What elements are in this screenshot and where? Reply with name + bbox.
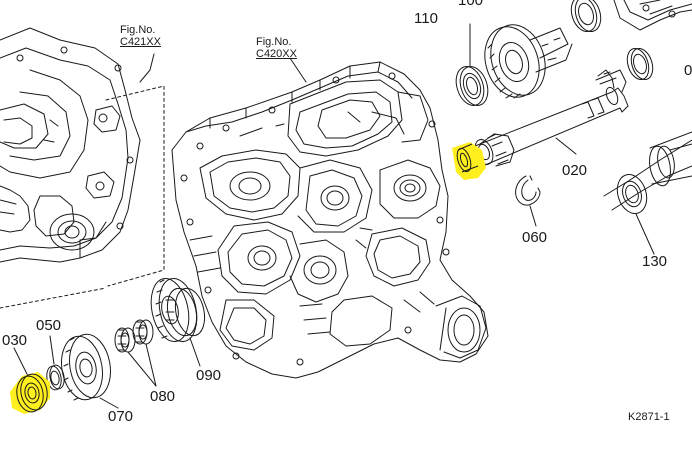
highlight-shaft-end <box>452 142 486 180</box>
part-label-100[interactable]: 100 <box>458 0 484 9</box>
part-label-110[interactable]: 110 <box>414 10 438 27</box>
reference-code: C421XX <box>120 36 161 48</box>
highlight-bearing-030 <box>10 372 50 414</box>
bearing-right <box>624 46 657 83</box>
reference-prefix: Fig.No. <box>256 36 292 48</box>
part-label-0[interactable]: 0 <box>684 62 692 79</box>
reference-label-center[interactable]: Fig.No. C420XX <box>256 36 297 60</box>
left-housing <box>0 28 140 262</box>
part-label-050[interactable]: 050 <box>36 317 62 334</box>
part-label-080[interactable]: 080 <box>150 388 176 405</box>
washer-050 <box>45 364 66 391</box>
shaft-020 <box>470 70 628 168</box>
reference-prefix: Fig.No. <box>120 24 156 36</box>
part-label-070[interactable]: 070 <box>108 408 134 425</box>
gear-090 <box>146 275 209 345</box>
part-label-020[interactable]: 020 <box>562 162 588 179</box>
divider-line <box>106 86 164 286</box>
part-label-090[interactable]: 090 <box>196 367 222 384</box>
gear-070 <box>57 331 116 403</box>
reference-label-left[interactable]: Fig.No. C421XX <box>120 24 161 48</box>
bearing-110 <box>451 63 492 109</box>
part-label-030[interactable]: 030 <box>2 332 28 349</box>
leader-lines <box>14 24 654 408</box>
reference-code: C420XX <box>256 48 297 60</box>
drawing-id: K2871-1 <box>628 411 670 423</box>
gear-100 <box>476 18 572 105</box>
part-label-130[interactable]: 130 <box>642 253 668 270</box>
bearing-top-right <box>567 0 605 35</box>
main-housing <box>172 62 488 378</box>
sleeve-130 <box>613 132 692 217</box>
part-label-060[interactable]: 060 <box>522 229 548 246</box>
snap-ring-060 <box>516 176 540 205</box>
needle-bearings-080 <box>115 320 153 352</box>
